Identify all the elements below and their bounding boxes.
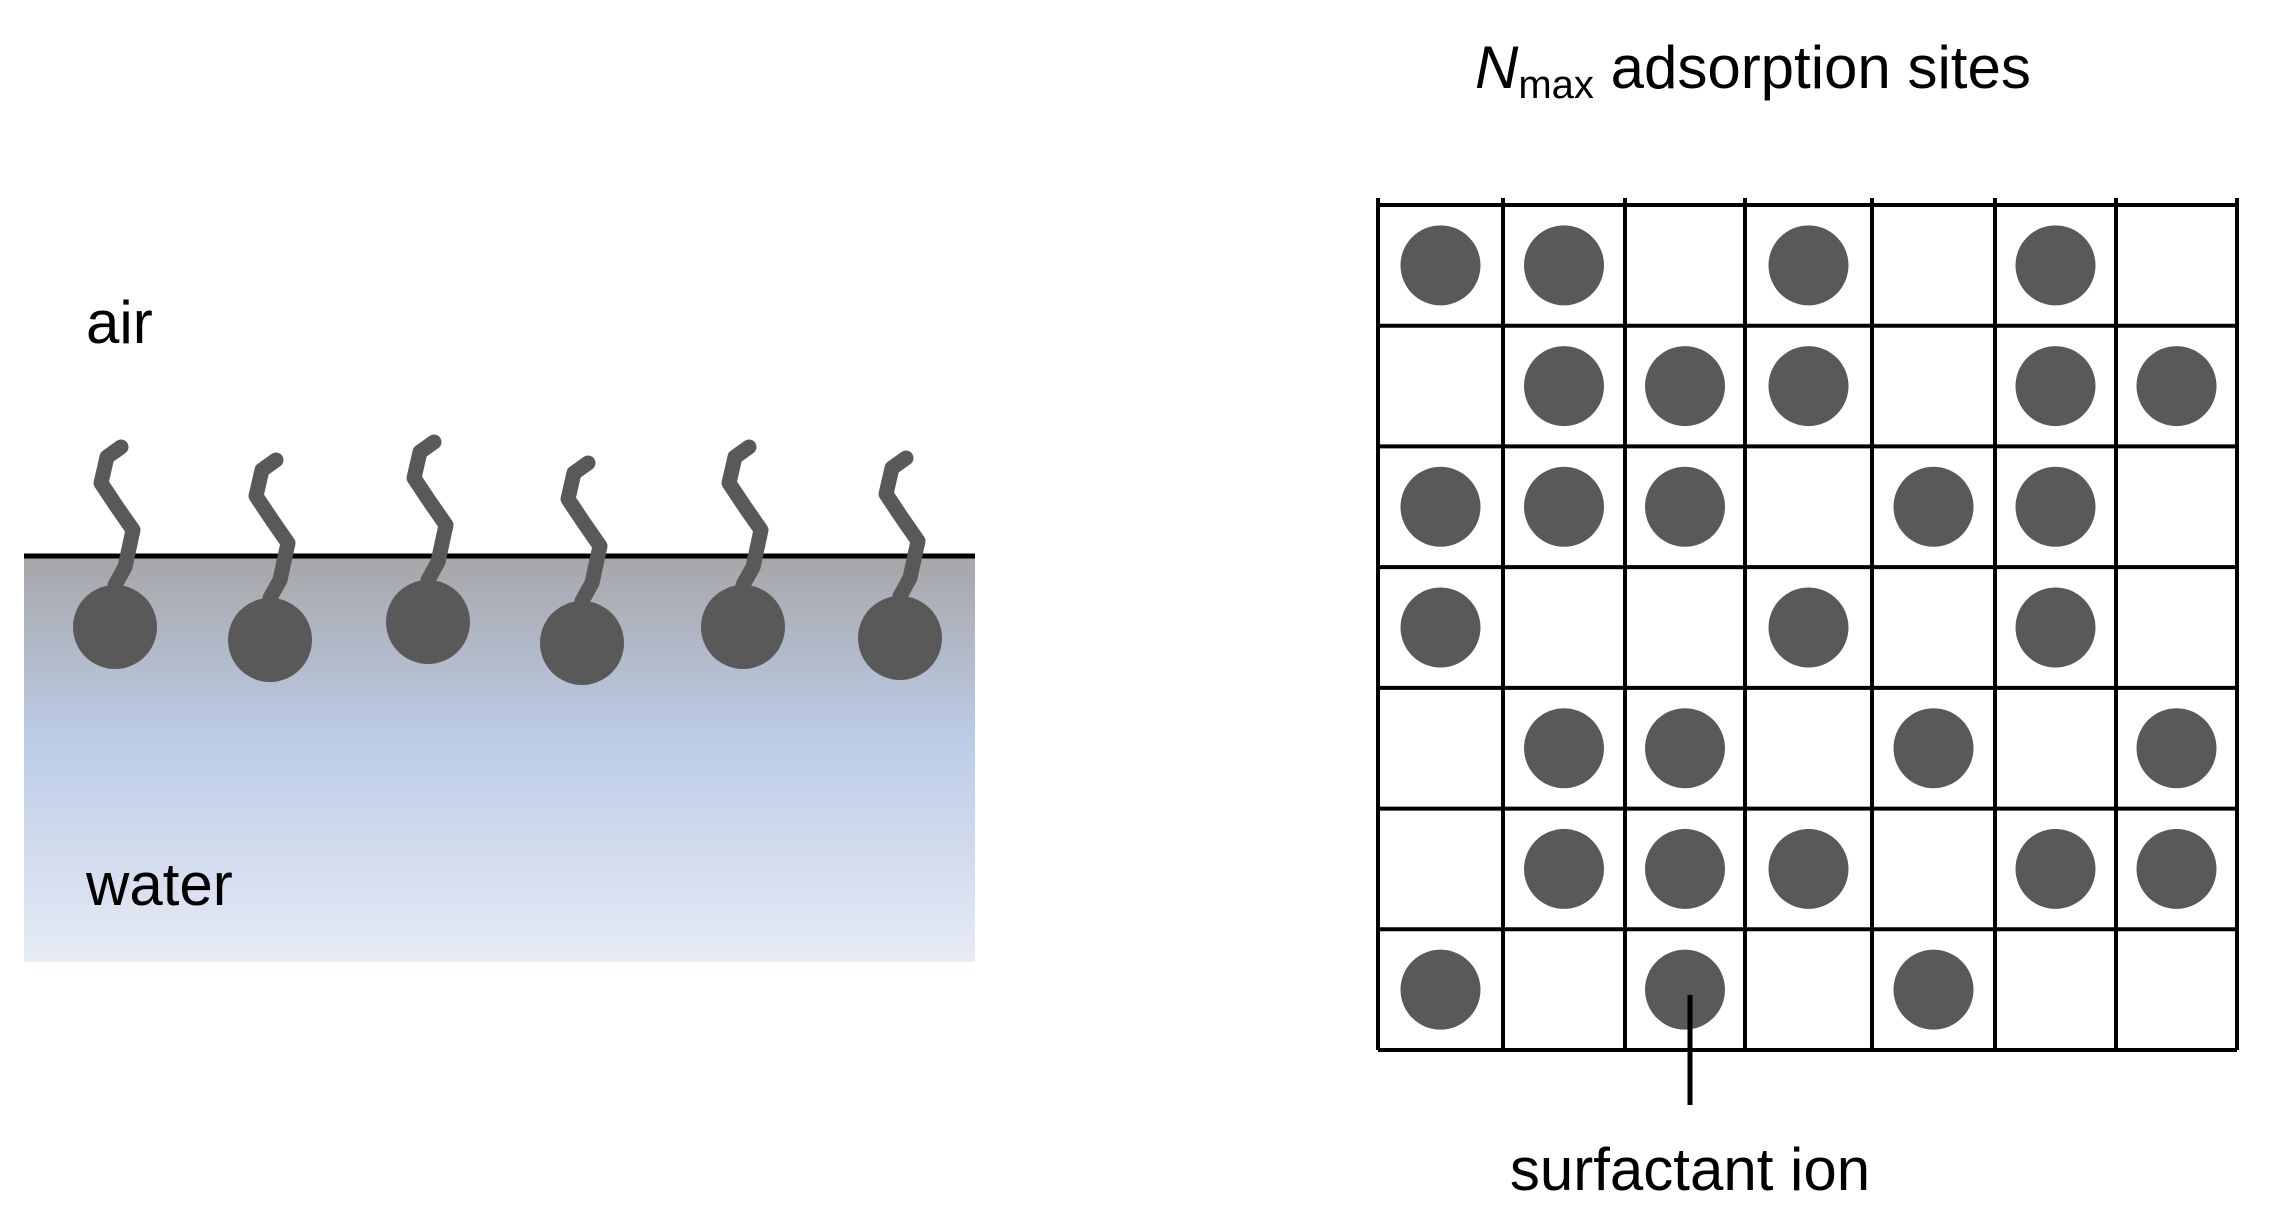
- surfactant-molecule: [73, 439, 157, 669]
- hydrophobic-tail: [248, 452, 296, 606]
- adsorbed-surfactant-ion: [1645, 708, 1725, 789]
- hydrophilic-head: [701, 585, 785, 669]
- adsorbed-surfactant-ion: [2015, 466, 2096, 547]
- adsorbed-surfactant-ion: [1524, 708, 1604, 789]
- adsorbed-surfactant-ion: [2136, 346, 2217, 427]
- hydrophobic-tail: [560, 455, 608, 609]
- adsorbed-surfactant-ion: [1645, 466, 1725, 547]
- hydrophilic-head: [73, 585, 157, 669]
- adsorbed-surfactant-ion: [2015, 346, 2096, 427]
- adsorbed-surfactant-ion: [1645, 828, 1725, 909]
- hydrophilic-head: [858, 596, 942, 680]
- adsorbed-surfactant-ion: [1768, 346, 1849, 427]
- adsorbed-surfactant-ion: [2015, 225, 2096, 306]
- adsorbed-surfactant-ion: [1893, 949, 1974, 1030]
- surfactant-molecule: [386, 434, 470, 664]
- hydrophilic-head: [540, 601, 624, 685]
- hydrophobic-tail: [878, 450, 926, 604]
- title-symbol: N: [1475, 34, 1519, 101]
- adsorbed-surfactant-ion: [1893, 708, 1974, 789]
- title-subscript: max: [1518, 63, 1594, 107]
- adsorbed-surfactant-ion: [1400, 587, 1481, 668]
- hydrophobic-tail: [721, 439, 769, 593]
- adsorption-grid: [1376, 198, 2239, 1052]
- adsorbed-surfactant-ion: [1400, 466, 1481, 547]
- hydrophilic-head: [228, 598, 312, 682]
- sites-title: Nmax adsorption sites: [1475, 34, 2031, 107]
- adsorbed-surfactant-ion: [1768, 587, 1849, 668]
- occupied-sites: [1400, 225, 2217, 1030]
- adsorbed-surfactant-ion: [1645, 949, 1725, 1030]
- surfactant-molecule: [228, 452, 312, 682]
- hydrophobic-tail: [406, 434, 454, 588]
- adsorbed-surfactant-ion: [2015, 828, 2096, 909]
- surfactant-molecule: [701, 439, 785, 669]
- adsorption-sites-panel: Nmax adsorption sites surfactant ion: [1376, 34, 2239, 1203]
- surfactant-ion-label: surfactant ion: [1510, 1136, 1870, 1203]
- adsorbed-surfactant-ion: [1893, 466, 1974, 547]
- adsorbed-surfactant-ion: [1400, 949, 1481, 1030]
- adsorbed-surfactant-ion: [2015, 587, 2096, 668]
- title-rest: adsorption sites: [1594, 34, 2031, 101]
- hydrophilic-head: [386, 580, 470, 664]
- adsorbed-surfactant-ion: [1768, 828, 1849, 909]
- adsorbed-surfactant-ion: [1768, 225, 1849, 306]
- surfactant-molecule: [858, 450, 942, 680]
- adsorbed-surfactant-ion: [1400, 225, 1481, 306]
- hydrophobic-tail: [93, 439, 141, 593]
- adsorbed-surfactant-ion: [1524, 828, 1604, 909]
- adsorbed-surfactant-ion: [2136, 708, 2217, 789]
- surfactant-molecules: [73, 434, 942, 685]
- adsorbed-surfactant-ion: [1524, 346, 1604, 427]
- water-label: water: [85, 851, 233, 918]
- interface-panel: air water: [24, 289, 975, 962]
- adsorbed-surfactant-ion: [1524, 225, 1604, 306]
- adsorbed-surfactant-ion: [1524, 466, 1604, 547]
- surfactant-molecule: [540, 455, 624, 685]
- adsorbed-surfactant-ion: [2136, 828, 2217, 909]
- water-body: [24, 555, 975, 962]
- air-label: air: [86, 289, 153, 356]
- adsorbed-surfactant-ion: [1645, 346, 1725, 427]
